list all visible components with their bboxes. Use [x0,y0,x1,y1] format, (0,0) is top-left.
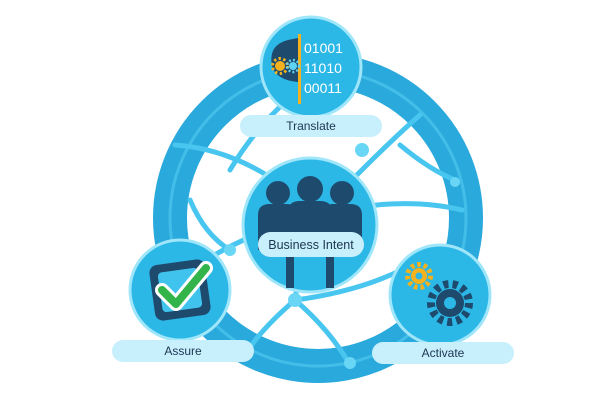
binary-line-1: 01001 [304,40,343,56]
binary-line-3: 00011 [304,80,342,96]
center-label: Business Intent [268,238,354,252]
binary-line-2: 11010 [304,60,342,76]
business-intent-node: Business Intent [241,156,379,294]
gear-navy-icon [427,280,473,326]
assure-node: Assure [112,238,254,362]
gear-yellow-icon [405,262,433,290]
center-label-pill [258,232,364,257]
divider-bar [298,34,301,104]
gear-yellow-small-icon [271,57,289,75]
checkbox-check-icon [149,259,213,321]
gear-blue-small-icon [285,58,301,74]
activate-label: Activate [422,346,465,360]
assure-label: Assure [164,344,202,358]
activate-node: Activate [372,243,514,364]
assure-label-pill [112,340,254,362]
activate-label-pill [372,342,514,364]
translate-label-pill [240,115,382,137]
translate-node: 01001 11010 00011 Translate [240,15,382,137]
translate-label: Translate [286,119,336,133]
